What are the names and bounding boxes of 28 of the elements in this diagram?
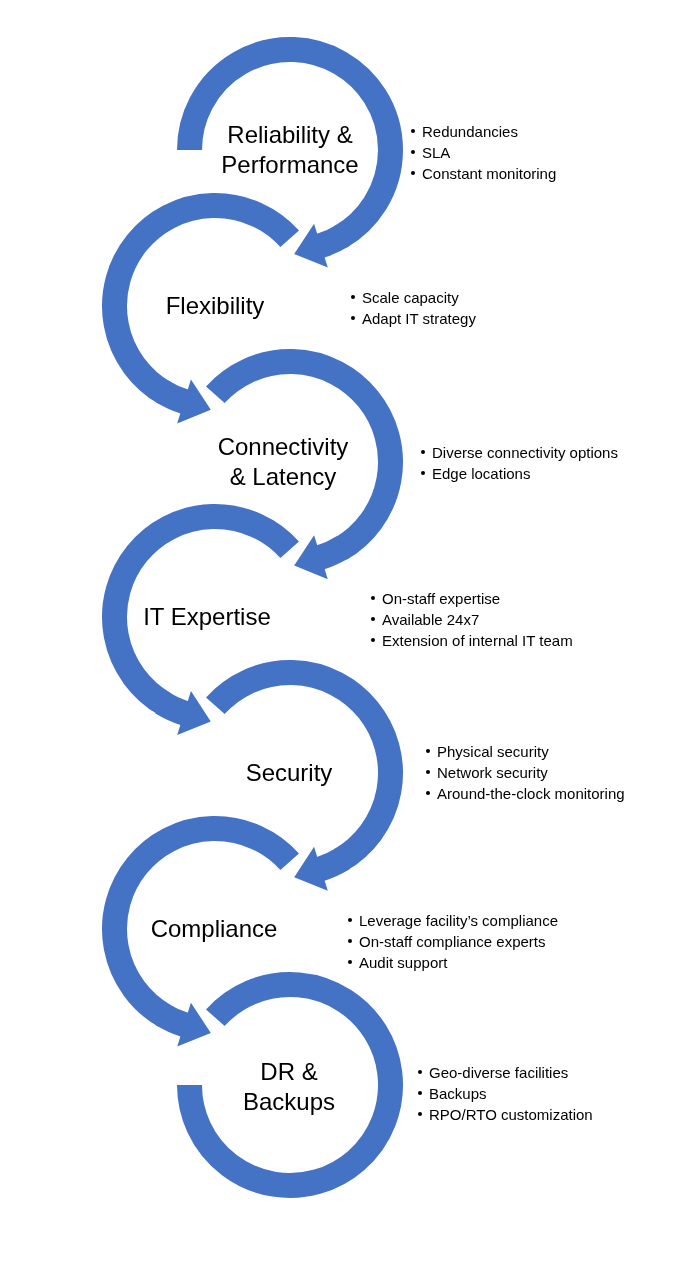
list-item: Available 24x7	[382, 610, 480, 628]
list-item: Network security	[437, 763, 548, 781]
list-item: On-staff expertise	[382, 589, 501, 607]
list-item: Leverage facility’s compliance	[359, 911, 558, 929]
list-item: Adapt IT strategy	[362, 309, 476, 327]
list-item: Redundancies	[422, 122, 518, 140]
stage-title: Security	[245, 758, 333, 789]
stage-title: DR & Backups	[241, 1056, 337, 1117]
list-item: Scale capacity	[362, 288, 459, 306]
list-item: On-staff compliance experts	[359, 932, 546, 950]
stage-title: Connectivity & Latency	[216, 431, 350, 492]
list-item: Physical security	[437, 742, 549, 760]
list-item: Backups	[429, 1084, 487, 1102]
list-item: SLA	[422, 143, 451, 161]
list-item: Diverse connectivity options	[432, 443, 618, 461]
stage-title: IT Expertise	[143, 602, 271, 633]
list-item: Constant monitoring	[422, 164, 557, 182]
list-item: Audit support	[359, 953, 448, 971]
list-item: Around-the-clock monitoring	[437, 784, 625, 802]
stage-title: Reliability & Performance	[220, 120, 360, 180]
stage-title: Compliance	[150, 914, 278, 944]
list-item: Geo-diverse facilities	[429, 1063, 569, 1081]
list-item: RPO/RTO customization	[429, 1105, 593, 1123]
list-item: Extension of internal IT team	[382, 631, 573, 649]
list-item: Edge locations	[432, 464, 531, 482]
stage-title: Flexibility	[165, 290, 265, 321]
curved-arrow	[155, 691, 211, 735]
ring-arc	[177, 971, 403, 1198]
